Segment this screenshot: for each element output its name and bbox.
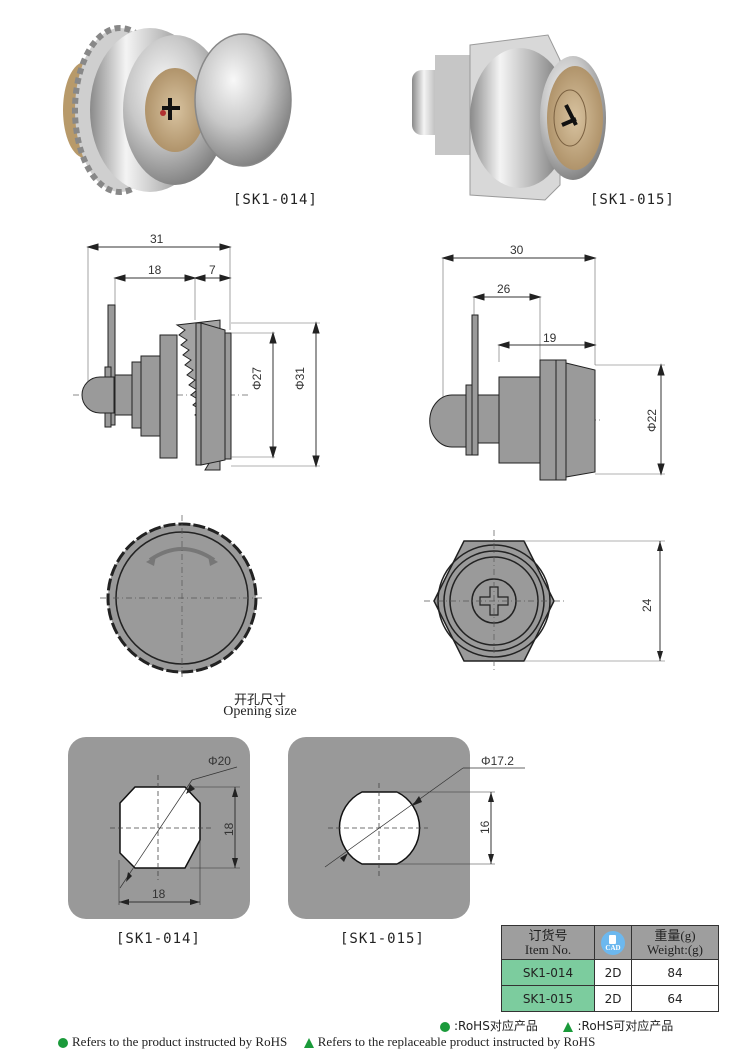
opening-label-sk1-014: [SK1-014] bbox=[116, 931, 201, 947]
header-weight: 重量(g) Weight:(g) bbox=[631, 925, 719, 960]
item-no-cell: SK1-015 bbox=[501, 985, 595, 1012]
header-item-cn: 订货号 bbox=[528, 927, 568, 943]
opening-size-title-cn: 开孔尺寸 bbox=[233, 693, 286, 708]
dim-inner-diameter-sk1-014: Φ27 bbox=[250, 367, 264, 390]
opening-size-title-en: Opening size bbox=[223, 704, 297, 719]
legend-rohs-replaceable-en: Refers to the replaceable product instru… bbox=[317, 1034, 596, 1049]
dim-body-length-sk1-014: 18 bbox=[148, 263, 162, 277]
legend-cn: :RoHS对应产品 :RoHS可对应产品 bbox=[440, 1017, 673, 1034]
front-view-sk1-014 bbox=[100, 515, 265, 680]
dim-overall-length-sk1-014: 31 bbox=[150, 232, 164, 246]
rohs-dot-icon bbox=[440, 1021, 450, 1032]
dim-opening-height-sk1-015: 16 bbox=[478, 820, 492, 834]
rohs-triangle-icon bbox=[303, 1038, 314, 1049]
header-item-en: Item No. bbox=[524, 941, 572, 957]
dim-head-length-sk1-014: 7 bbox=[209, 263, 216, 277]
photo-sk1-014 bbox=[63, 25, 292, 195]
header-weight-cn: 重量(g) bbox=[654, 927, 696, 943]
spec-table-header: 订货号 Item No. CAD 重量(g) Weight:(g) bbox=[501, 925, 719, 960]
dim-opening-diameter-sk1-014: Φ20 bbox=[208, 754, 231, 768]
dim-opening-width-sk1-014: 18 bbox=[152, 887, 166, 901]
opening-plate-sk1-015 bbox=[288, 737, 525, 919]
photo-label-sk1-014: [SK1-014] bbox=[233, 192, 318, 208]
table-row: SK1-014 2D 84 bbox=[501, 959, 719, 986]
dim-body-length-sk1-015: 19 bbox=[543, 331, 557, 345]
weight-cell: 64 bbox=[631, 985, 719, 1012]
legend-en: Refers to the product instructed by RoHS… bbox=[58, 1034, 595, 1050]
spec-table: 订货号 Item No. CAD 重量(g) Weight:(g) SK1-01… bbox=[501, 925, 719, 1012]
header-item-no: 订货号 Item No. bbox=[501, 925, 595, 960]
opening-label-sk1-015: [SK1-015] bbox=[340, 931, 425, 947]
cad-link[interactable]: 2D bbox=[594, 985, 632, 1012]
header-weight-en: Weight:(g) bbox=[647, 941, 703, 957]
dim-opening-height-sk1-014: 18 bbox=[222, 822, 236, 836]
dim-hex-height-sk1-015: 24 bbox=[640, 598, 654, 612]
dim-opening-diameter-sk1-015: Φ17.2 bbox=[481, 754, 514, 768]
side-view-sk1-015 bbox=[429, 254, 665, 481]
photo-sk1-015 bbox=[412, 34, 606, 201]
dim-lever-length-sk1-015: 26 bbox=[497, 282, 511, 296]
front-view-sk1-015 bbox=[424, 530, 665, 672]
rohs-triangle-icon bbox=[563, 1021, 574, 1032]
table-row: SK1-015 2D 64 bbox=[501, 985, 719, 1012]
opening-plate-sk1-014 bbox=[68, 737, 250, 919]
item-no-cell: SK1-014 bbox=[501, 959, 595, 986]
legend-rohs-cn: :RoHS对应产品 bbox=[454, 1019, 538, 1033]
cad-icon: CAD bbox=[601, 930, 625, 955]
rohs-dot-icon bbox=[58, 1038, 68, 1049]
side-view-sk1-014 bbox=[73, 243, 320, 471]
cad-link[interactable]: 2D bbox=[594, 959, 632, 986]
dim-diameter-sk1-015: Φ22 bbox=[645, 409, 659, 432]
legend-rohs-en: Refers to the product instructed by RoHS bbox=[72, 1034, 288, 1049]
legend-rohs-replaceable-cn: :RoHS可对应产品 bbox=[577, 1019, 674, 1033]
photo-label-sk1-015: [SK1-015] bbox=[590, 192, 675, 208]
header-cad: CAD bbox=[594, 925, 632, 960]
dim-overall-length-sk1-015: 30 bbox=[510, 243, 524, 257]
weight-cell: 84 bbox=[631, 959, 719, 986]
dim-outer-diameter-sk1-014: Φ31 bbox=[293, 367, 307, 390]
